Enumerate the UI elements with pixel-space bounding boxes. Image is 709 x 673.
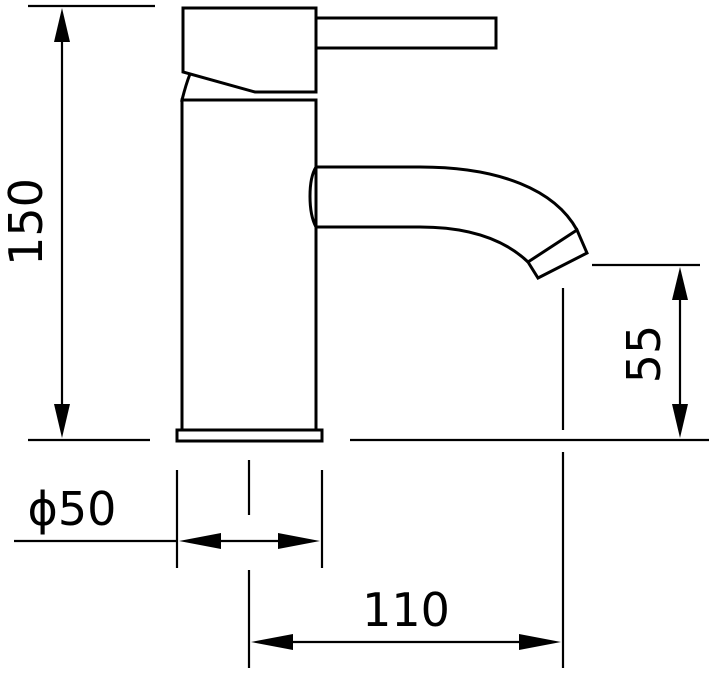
extension-lines <box>14 4 709 668</box>
dimension-spout-height: 55 <box>617 267 688 438</box>
dimension-diameter: ϕ50 <box>28 482 320 549</box>
dimension-spout-height-label: 55 <box>617 325 671 384</box>
faucet-outline <box>175 6 589 443</box>
base-plate <box>175 428 324 443</box>
dimension-height-label: 150 <box>0 178 53 266</box>
dimension-reach-label: 110 <box>362 583 450 637</box>
dimension-diameter-label: ϕ50 <box>28 482 117 536</box>
spout-joint <box>308 166 318 228</box>
body <box>180 98 318 432</box>
spout <box>316 165 579 231</box>
dimension-height: 150 <box>0 8 70 438</box>
lever <box>316 16 498 50</box>
dimension-reach: 110 <box>251 583 561 650</box>
handle-cap <box>181 6 318 94</box>
spout-lower <box>316 225 530 264</box>
aerator <box>525 227 589 280</box>
